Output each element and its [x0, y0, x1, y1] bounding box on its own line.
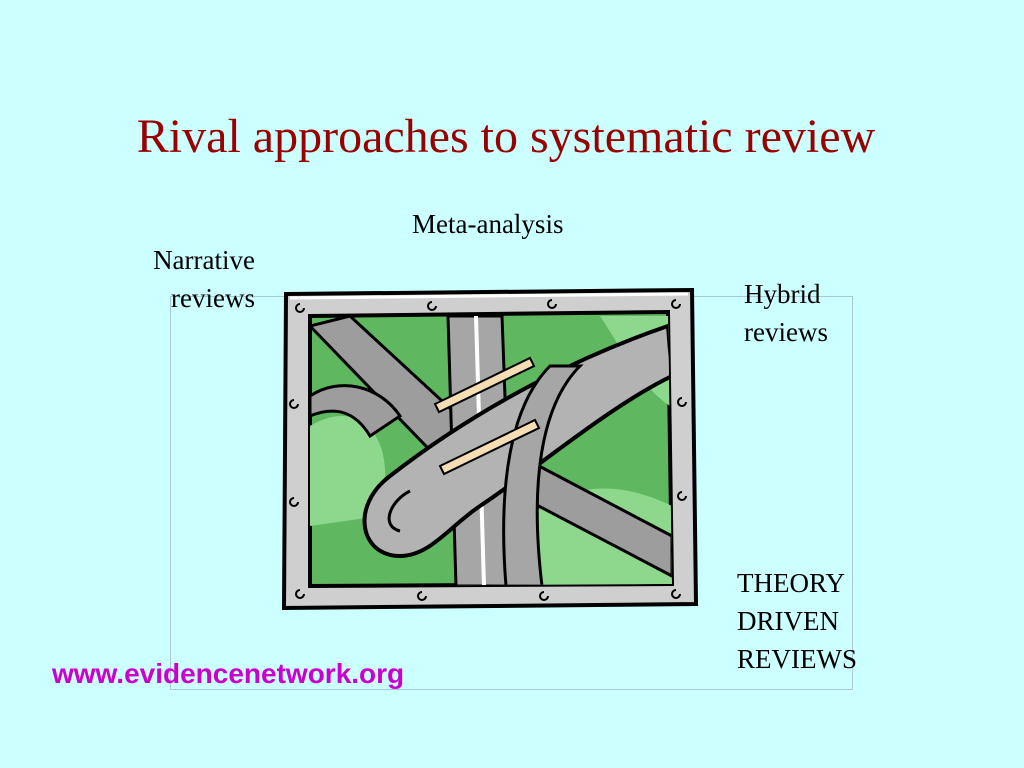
label-theory-line-1: THEORY [737, 568, 845, 598]
rivets [289, 299, 687, 601]
label-narrative-reviews: Narrative reviews [120, 241, 255, 317]
label-theory-line-2: DRIVEN [737, 606, 839, 636]
label-theory-driven-reviews: THEORY DRIVEN REVIEWS [737, 564, 907, 678]
label-hybrid-line-2: reviews [744, 317, 828, 347]
highway-interchange-svg [281, 287, 699, 611]
label-meta-analysis: Meta-analysis [412, 209, 564, 239]
label-hybrid-reviews: Hybrid reviews [744, 275, 828, 351]
slide-title: Rival approaches to systematic review [136, 110, 876, 163]
footer-url-link[interactable]: www.evidencenetwork.org [52, 658, 405, 689]
label-narrative-line-2: reviews [171, 283, 255, 313]
label-hybrid-line-1: Hybrid [744, 279, 821, 309]
highway-interchange-icon [280, 286, 700, 617]
label-theory-line-3: REVIEWS [737, 644, 857, 674]
label-narrative-line-1: Narrative [153, 245, 255, 275]
